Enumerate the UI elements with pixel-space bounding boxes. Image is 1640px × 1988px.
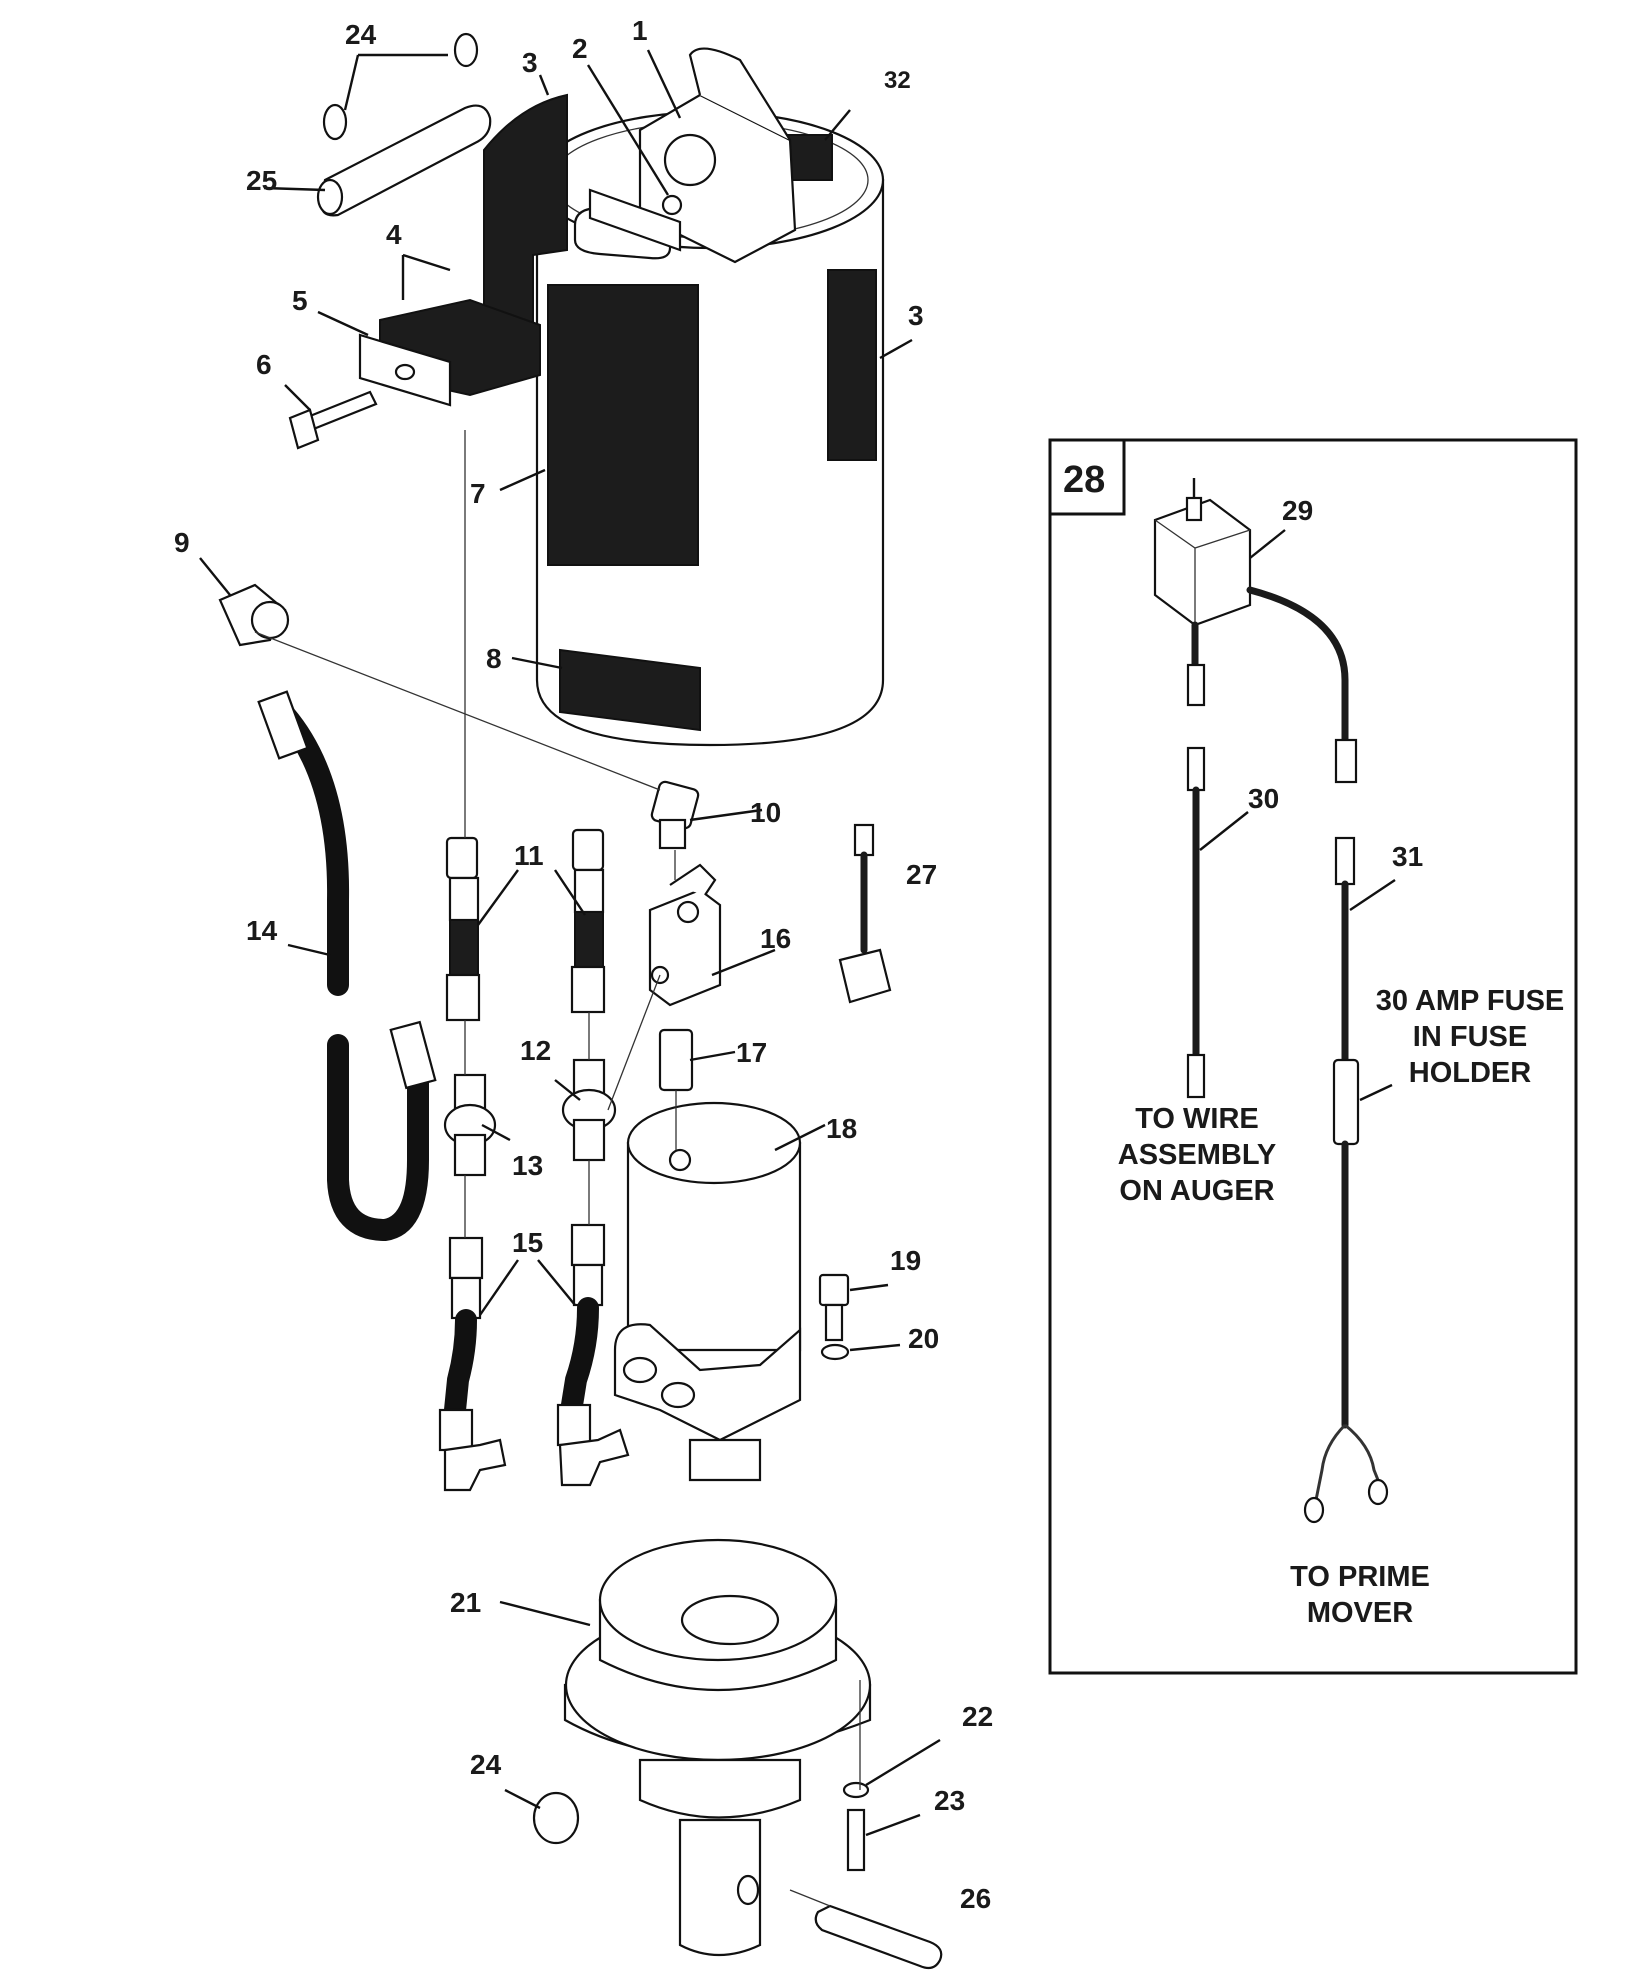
hose-15-right <box>556 1223 630 1487</box>
fuse-holder <box>1332 1058 1360 1146</box>
wire-30 <box>1186 746 1206 1099</box>
wire-note-line-1: TO WIRE <box>1135 1103 1259 1135</box>
leader-lines <box>199 49 941 1837</box>
decal-front <box>547 284 699 566</box>
callout-30: 30 <box>1248 783 1279 814</box>
callout-22: 22 <box>962 1701 993 1732</box>
mover-note-line-1: TO PRIME <box>1290 1561 1430 1593</box>
motor-18 <box>613 1101 802 1482</box>
callout-15: 15 <box>512 1227 543 1258</box>
callout-16: 16 <box>760 923 791 954</box>
callout-24-bottom: 24 <box>470 1749 502 1780</box>
callout-32: 32 <box>884 67 911 94</box>
callout-27: 27 <box>906 859 937 890</box>
bolt-19 <box>818 1273 850 1342</box>
callout-11: 11 <box>514 840 544 871</box>
callout-1: 1 <box>632 15 648 46</box>
callout-23: 23 <box>934 1785 965 1816</box>
washer-22 <box>842 1781 870 1799</box>
decal-left-3 <box>483 93 568 331</box>
callout-5: 5 <box>292 285 308 316</box>
fuse-note-line-3: HOLDER <box>1409 1057 1532 1089</box>
callout-31: 31 <box>1392 841 1423 872</box>
decal-bottom <box>559 648 701 732</box>
fitting-17 <box>658 1028 694 1092</box>
callout-2: 2 <box>572 33 588 64</box>
clip-24-bottom <box>532 1791 580 1845</box>
inset-number: 28 <box>1063 459 1105 501</box>
callout-12: 12 <box>520 1035 551 1066</box>
callout-21: 21 <box>450 1587 481 1618</box>
hose-11-right <box>570 828 606 1014</box>
gearbox-21 <box>563 1538 872 1957</box>
hose-14 <box>257 690 437 1242</box>
mover-note-line-2: MOVER <box>1307 1597 1413 1629</box>
washer-20 <box>820 1343 850 1361</box>
callout-4: 4 <box>386 219 402 250</box>
callout-25: 25 <box>246 165 277 196</box>
callout-6: 6 <box>256 349 272 380</box>
callout-29: 29 <box>1282 495 1313 526</box>
clamp-assembly <box>288 298 541 450</box>
block-16 <box>648 863 722 1007</box>
callout-9: 9 <box>174 527 190 558</box>
bolt-23 <box>846 1808 866 1872</box>
inset-frame <box>1048 438 1578 1675</box>
hose-11-left <box>445 836 481 1022</box>
callout-8: 8 <box>486 643 502 674</box>
housing-cylinder <box>535 110 885 747</box>
connector-27 <box>838 823 892 1004</box>
clip-24-top <box>322 32 479 141</box>
callout-3-right: 3 <box>908 300 924 331</box>
callout-20: 20 <box>908 1323 939 1354</box>
tee-13 <box>443 1073 497 1177</box>
callout-10: 10 <box>750 797 781 828</box>
pin-26 <box>814 1904 943 1970</box>
alignment-lines <box>254 430 861 1907</box>
inset-number-box <box>1048 438 1126 516</box>
callout-13: 13 <box>512 1150 543 1181</box>
elbow-10 <box>650 780 700 850</box>
fuse-note-line-1: 30 AMP FUSE <box>1376 985 1565 1017</box>
wire-note-line-3: ON AUGER <box>1119 1175 1274 1207</box>
callout-3-top: 3 <box>522 47 538 78</box>
callout-18: 18 <box>826 1113 857 1144</box>
switch-box-29 <box>1153 478 1358 784</box>
wire-31 <box>1303 836 1389 1524</box>
wire-note-line-2: ASSEMBLY <box>1118 1139 1276 1171</box>
wiring-inset: 28 <box>1048 438 1578 1675</box>
mount-bracket <box>588 47 797 264</box>
tee-12 <box>561 1058 617 1162</box>
callout-19: 19 <box>890 1245 921 1276</box>
elbow-9 <box>218 583 290 647</box>
hose-15-left <box>438 1236 507 1492</box>
callout-14: 14 <box>246 915 278 946</box>
pin-25 <box>316 104 492 217</box>
fuse-note-line-2: IN FUSE <box>1413 1021 1527 1053</box>
callout-26: 26 <box>960 1883 991 1914</box>
callout-24-top: 24 <box>345 19 377 50</box>
decal-side <box>827 269 877 461</box>
callout-7: 7 <box>470 478 486 509</box>
callout-labels: 1 2 3 3 4 5 6 7 8 9 10 11 12 13 14 15 16… <box>174 15 993 1914</box>
callout-17: 17 <box>736 1037 767 1068</box>
